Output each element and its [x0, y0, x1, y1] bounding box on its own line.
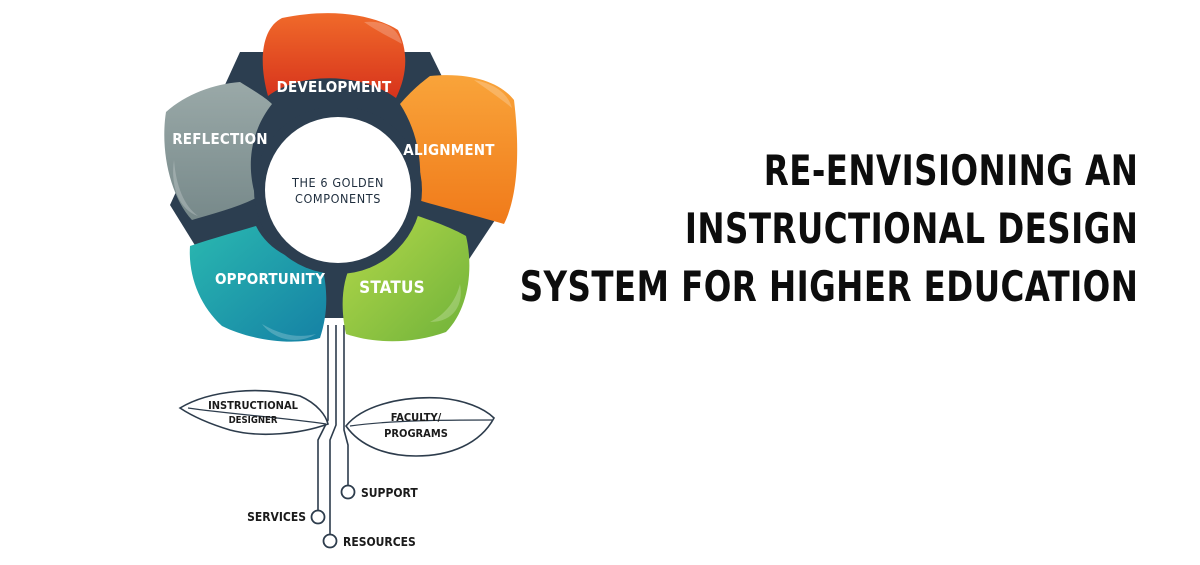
leaf-right	[345, 396, 495, 457]
headline: RE-ENVISIONING AN INSTRUCTIONAL DESIGN S…	[519, 142, 1138, 316]
leaf-left-label-line1: INSTRUCTIONAL	[208, 399, 299, 412]
flower-diagram: THE 6 GOLDEN COMPONENTS DEVELOPMENT ALIG…	[164, 13, 518, 549]
stem-line-services	[317, 325, 329, 510]
leaf-right-label-line2: PROGRAMS	[384, 427, 448, 440]
petal-label-alignment: ALIGNMENT	[403, 141, 495, 159]
petal-label-status: STATUS	[359, 278, 425, 298]
leaf-right-vein	[349, 419, 493, 427]
petal-label-development: DEVELOPMENT	[277, 78, 392, 96]
petal-opportunity	[189, 226, 327, 342]
petal-status	[342, 214, 470, 342]
headline-line3: SYSTEM FOR HIGHER EDUCATION	[519, 262, 1138, 311]
root-node-services	[310, 509, 326, 525]
petal-highlights	[173, 21, 512, 340]
root-node-resources	[322, 533, 338, 549]
leaf-left	[178, 389, 329, 436]
stem-line-support	[343, 325, 349, 485]
center-disc	[265, 117, 411, 263]
root-label-services: SERVICES	[247, 510, 306, 524]
stem	[317, 325, 349, 534]
petal-label-reflection: REFLECTION	[172, 130, 268, 148]
root-label-resources: RESOURCES	[343, 535, 416, 549]
petal-reflection	[164, 82, 272, 220]
petal-alignment	[400, 75, 518, 224]
leaf-left-vein	[187, 407, 327, 425]
center-label-line2: COMPONENTS	[295, 191, 381, 206]
petal-development	[262, 13, 406, 98]
leaf-right-label-line1: FACULTY/	[391, 411, 442, 424]
headline-line2: INSTRUCTIONAL DESIGN	[684, 204, 1138, 253]
center-label-line1: THE 6 GOLDEN	[291, 175, 384, 190]
headline-line1: RE-ENVISIONING AN	[763, 146, 1138, 195]
stem-line-resources	[329, 325, 337, 534]
petal-label-opportunity: OPPORTUNITY	[215, 270, 325, 288]
root-label-support: SUPPORT	[361, 486, 418, 500]
root-node-support	[340, 484, 356, 500]
leaf-left-label-line2: DESIGNER	[229, 415, 278, 426]
